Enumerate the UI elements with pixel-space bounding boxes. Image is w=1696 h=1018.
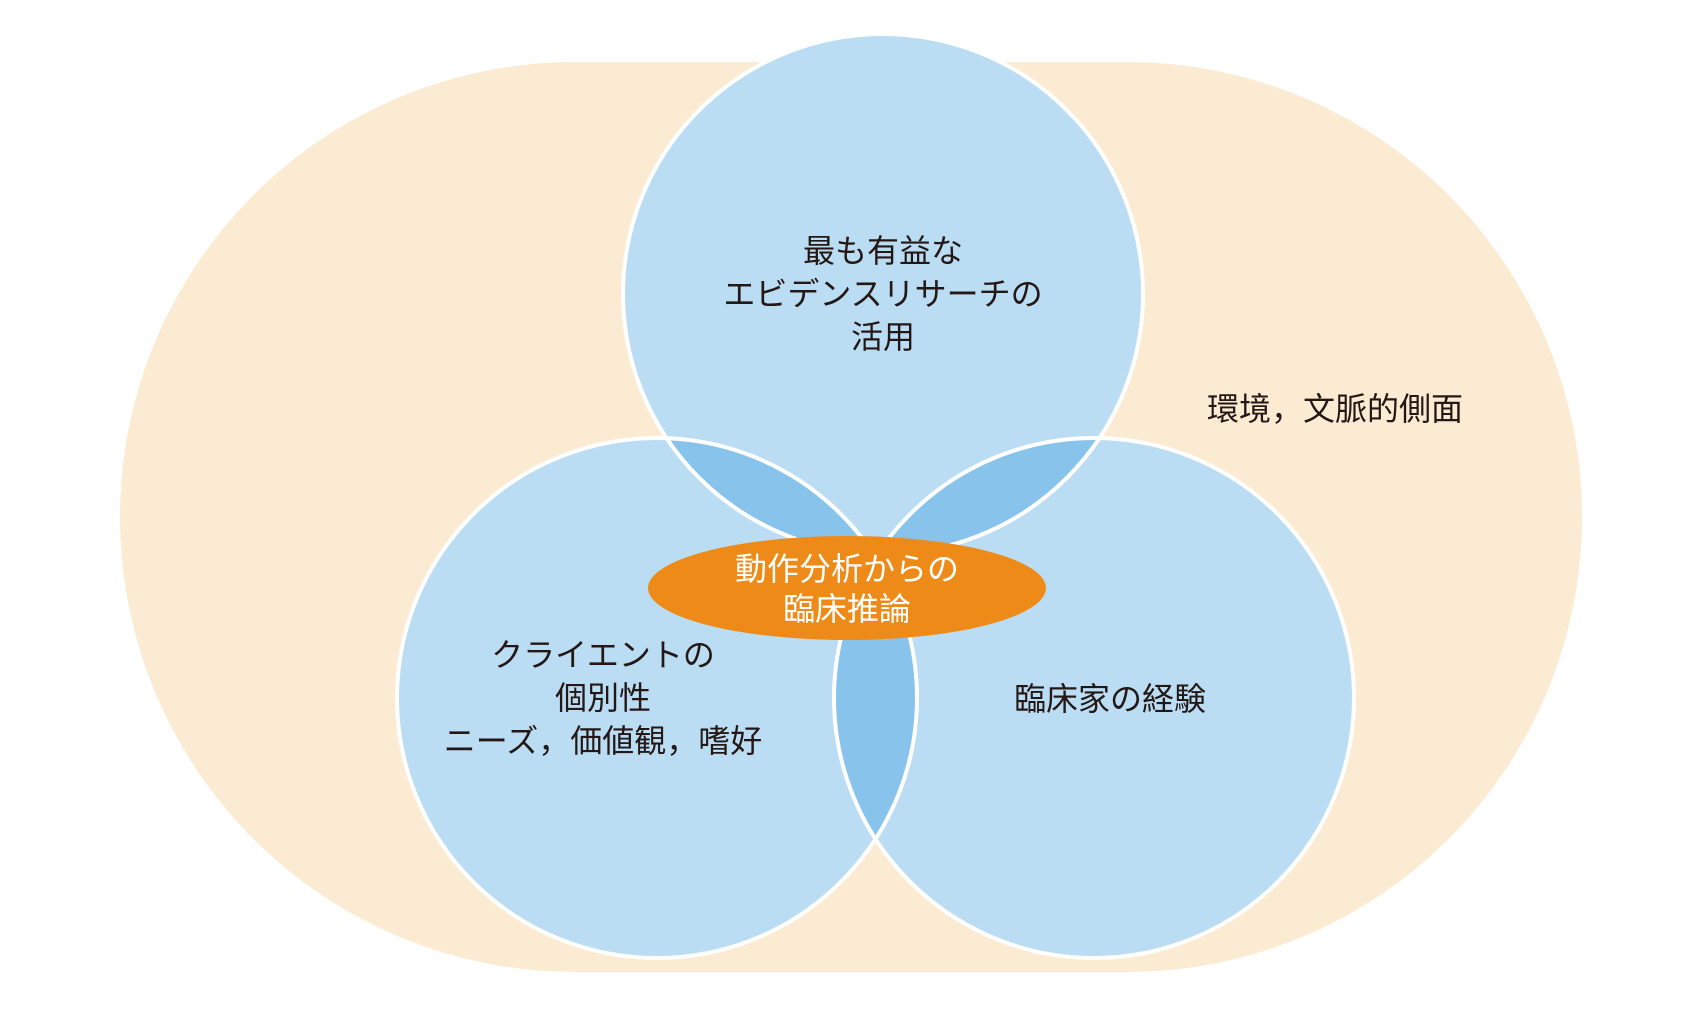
- center-label-line1: 動作分析からの: [735, 550, 959, 588]
- circle-evidence-research: [623, 34, 1143, 554]
- circle-outline-left: [395, 436, 919, 960]
- top-circle-label-line3: 活用: [851, 318, 915, 356]
- top-circle-label-line1: 最も有益な: [803, 232, 963, 270]
- left-circle-label-line3: ニーズ，価値観，嗜好: [444, 722, 762, 760]
- center-label-line2: 臨床推論: [783, 590, 911, 628]
- top-circle-label-line2: エビデンスリサーチの: [723, 275, 1042, 313]
- center-clinical-reasoning-ellipse: [648, 536, 1046, 640]
- environment-label: 環境，文脈的側面: [1207, 390, 1463, 428]
- right-circle-label: 臨床家の経験: [1014, 680, 1206, 718]
- left-circle-label-line1: クライエントの: [491, 636, 715, 674]
- circle-outline-right: [832, 436, 1356, 960]
- left-circle-label-line2: 個別性: [555, 679, 651, 717]
